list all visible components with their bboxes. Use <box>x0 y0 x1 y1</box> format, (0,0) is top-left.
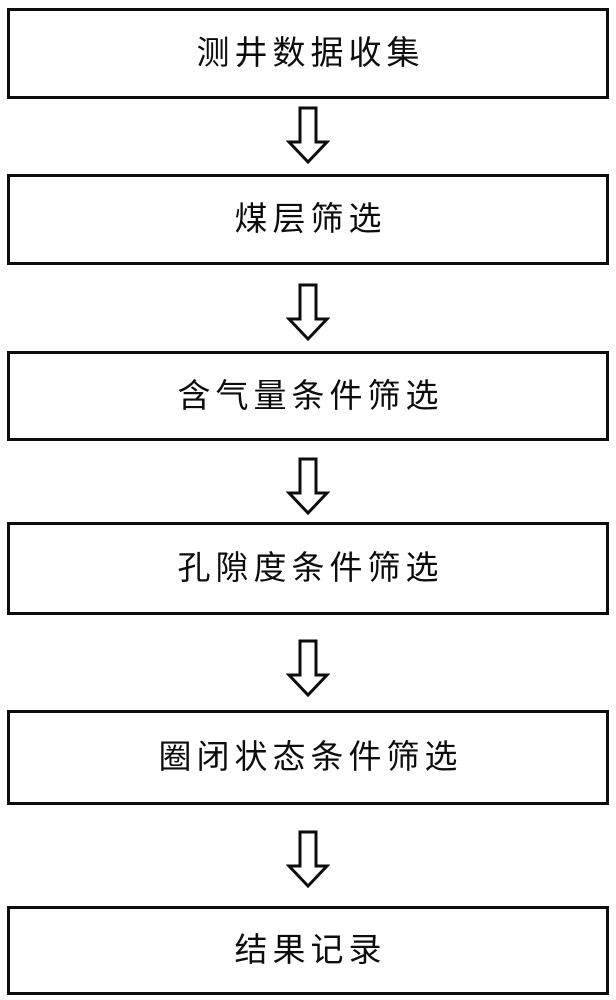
flow-step-label: 含气量条件筛选 <box>177 375 444 415</box>
flow-step-box: 孔隙度条件筛选 <box>7 522 609 615</box>
block-arrow-down-icon <box>286 457 330 515</box>
flow-step-box: 含气量条件筛选 <box>7 351 609 441</box>
flow-step-label: 结果记录 <box>234 930 387 970</box>
block-arrow-down-icon <box>286 830 330 888</box>
flow-step-label: 圈闭状态条件筛选 <box>158 737 463 777</box>
flow-step-box: 圈闭状态条件筛选 <box>7 710 609 805</box>
flow-step-box: 结果记录 <box>7 906 609 995</box>
block-arrow-down-icon <box>286 283 330 341</box>
flow-step-label: 测井数据收集 <box>196 33 425 73</box>
flow-step-box: 煤层筛选 <box>7 174 609 265</box>
block-arrow-down-icon <box>286 639 330 697</box>
flow-step-label: 煤层筛选 <box>234 199 387 239</box>
block-arrow-down-icon <box>286 106 330 164</box>
flow-step-box: 测井数据收集 <box>7 8 609 99</box>
flow-step-label: 孔隙度条件筛选 <box>177 548 444 588</box>
